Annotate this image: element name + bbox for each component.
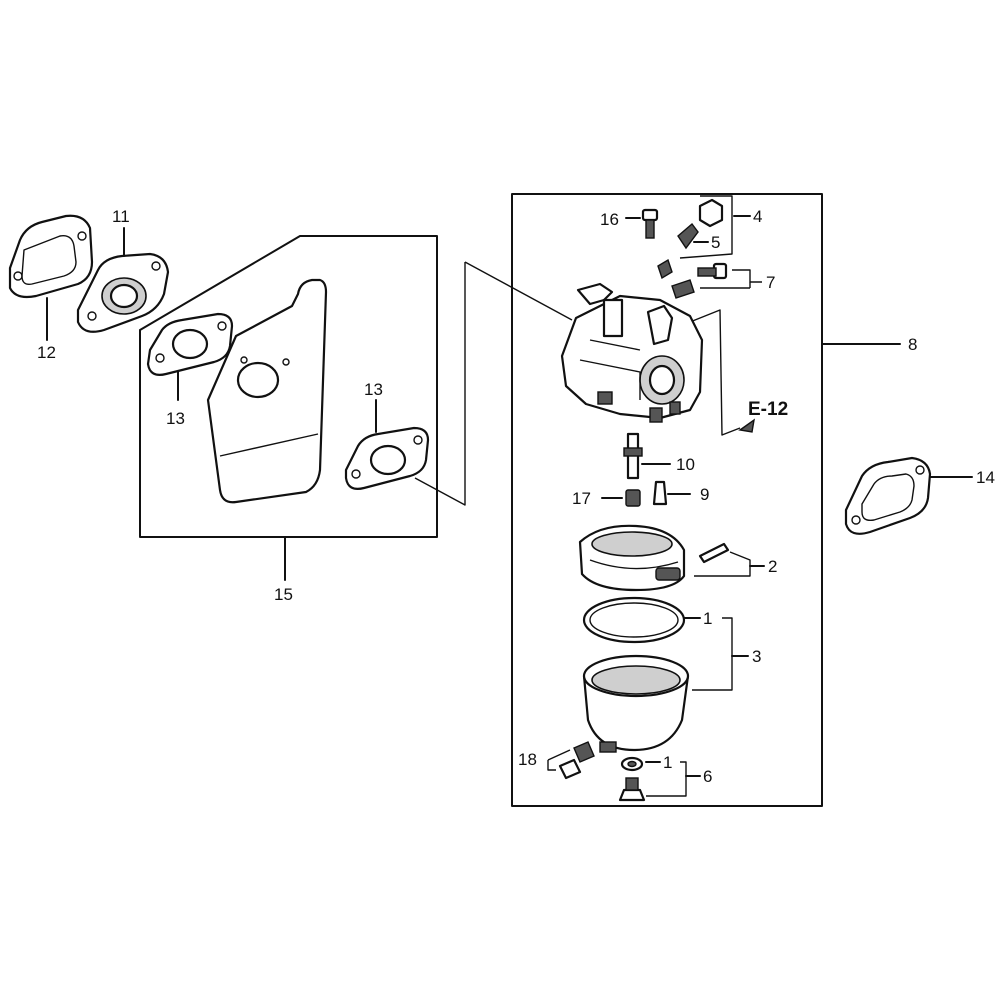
callout-1-bottom: 1 <box>663 753 672 772</box>
assembly-connection-lines <box>414 261 741 506</box>
heat-shield-plate <box>206 278 328 504</box>
callout-14: 14 <box>976 468 995 487</box>
callout-13-right: 13 <box>364 380 383 399</box>
part-12-gasket <box>8 214 94 341</box>
callout-6: 6 <box>703 767 712 786</box>
part-3-float-chamber <box>582 617 749 753</box>
part-11-insulator <box>76 227 170 333</box>
callout-4: 4 <box>753 207 762 226</box>
part-17-main-jet <box>601 489 641 507</box>
callout-1-top: 1 <box>703 609 712 628</box>
part-18-drain-bolt <box>547 741 595 780</box>
group-8-frame <box>511 193 901 807</box>
callout-11: 11 <box>112 207 130 226</box>
reference-e12: E-12 <box>748 399 788 420</box>
callout-13-left: 13 <box>166 409 185 428</box>
part-9-slow-jet <box>652 480 691 506</box>
part-10-main-nozzle <box>623 432 671 480</box>
callout-18: 18 <box>518 750 537 769</box>
callout-9: 9 <box>700 485 709 504</box>
carburetor-body <box>560 282 704 423</box>
callout-15: 15 <box>274 585 293 604</box>
part-13-gasket-right <box>344 399 430 490</box>
callout-8: 8 <box>908 335 917 354</box>
callout-16: 16 <box>600 210 619 229</box>
part-6-drain-screw-set <box>618 756 701 802</box>
callout-17: 17 <box>572 489 591 508</box>
reference-arrow <box>738 418 755 433</box>
part-13-gasket-left <box>146 312 234 401</box>
part-1-float-chamber-gasket <box>582 596 701 644</box>
group-15-frame <box>139 235 438 581</box>
callout-5: 5 <box>711 233 720 252</box>
callout-12: 12 <box>37 343 56 362</box>
callout-2: 2 <box>768 557 777 576</box>
part-2-float <box>578 524 765 592</box>
part-7-screws <box>671 262 762 299</box>
callout-7: 7 <box>766 273 775 292</box>
callout-3: 3 <box>752 647 761 666</box>
parts-4-5-pilot-screw-set <box>657 195 751 280</box>
part-16-screw <box>625 208 659 239</box>
part-14-gasket <box>844 456 973 535</box>
callout-10: 10 <box>676 455 695 474</box>
